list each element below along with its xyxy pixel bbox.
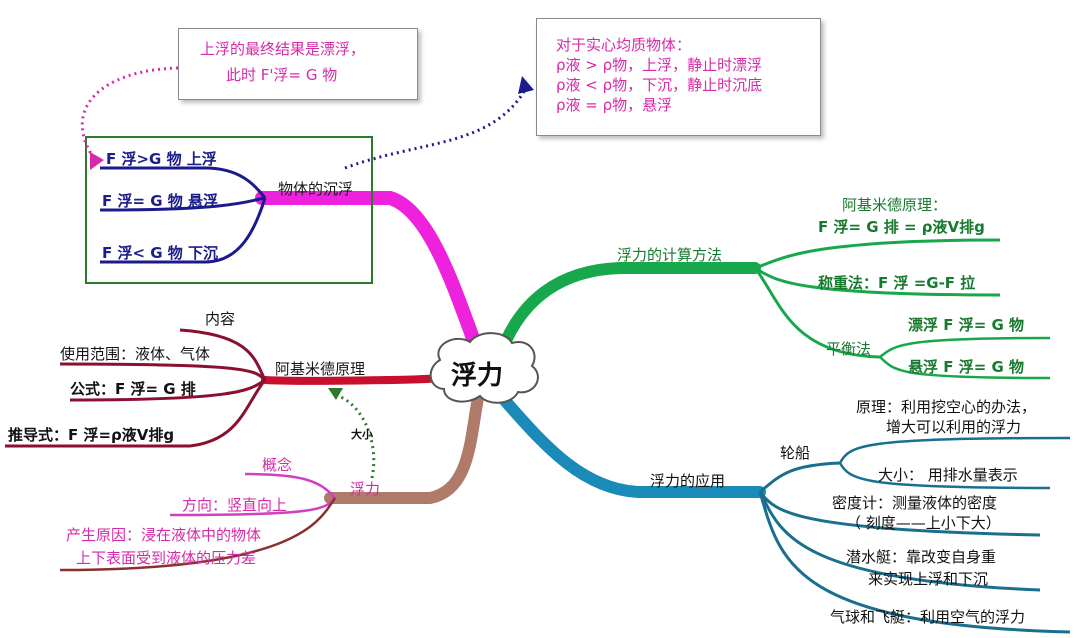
node-suspend: F 浮= G 物 悬浮 <box>102 192 219 210</box>
node-rise: F 浮>G 物 上浮 <box>106 150 217 168</box>
node-concept: 概念 <box>262 456 293 474</box>
node-calc-arch-formula: F 浮= G 排 = ρ液V排g <box>818 218 985 236</box>
node-sink: F 浮< G 物 下沉 <box>102 244 219 262</box>
node-calc-arch-title: 阿基米德原理： <box>842 196 948 214</box>
sub-branch-arch <box>59 362 267 382</box>
green-arrowhead <box>328 388 343 400</box>
node-ship-principle-1: 原理：利用挖空心的办法， <box>856 398 1037 416</box>
branch-calc <box>494 262 761 361</box>
sub-branch-app <box>838 462 1051 490</box>
sink-float-group-box <box>85 136 373 284</box>
node-sink-float: 物体的沉浮 <box>278 180 354 198</box>
callout-density-title: 对于实心均质物体： <box>556 36 692 54</box>
node-balloon: 气球和飞艇：利用空气的浮力 <box>830 608 1026 626</box>
node-ship: 轮船 <box>780 444 811 462</box>
branch-sink-float <box>255 191 485 359</box>
callout-density-line3: ρ液 = ρ物，悬浮 <box>556 96 673 114</box>
sub-branch-sink <box>99 196 266 212</box>
navy-arrowhead <box>518 76 534 94</box>
sub-branch-calc <box>879 336 1051 358</box>
pink-dotted-connector <box>80 66 179 161</box>
sub-branch-calc <box>754 266 1001 297</box>
node-calc-weighing: 称重法：F 浮 =G-F 拉 <box>818 274 976 292</box>
branch-archimedes <box>261 374 444 385</box>
sub-branch-buoy <box>244 472 336 499</box>
sub-branch-sink <box>100 197 267 264</box>
central-topic: 浮力 <box>450 360 503 391</box>
node-arch-content: 内容 <box>205 310 236 328</box>
node-cause-2: 上下表面受到液体的压力差 <box>76 549 257 567</box>
sub-branch-app <box>758 491 1041 537</box>
node-calc-suspend: 悬浮 F 浮= G 物 <box>908 358 1025 376</box>
sub-branch-app <box>758 491 1071 634</box>
center-cloud <box>429 332 539 404</box>
node-submarine-1: 潜水艇：靠改变自身重 <box>846 548 997 566</box>
node-application: 浮力的应用 <box>650 472 726 490</box>
callout-density-line1: ρ液 > ρ物，上浮，静止时漂浮 <box>556 56 763 74</box>
green-dotted-connector <box>333 393 376 479</box>
node-submarine-2: 来实现上浮和下沉 <box>868 570 989 588</box>
pink-arrowhead <box>90 152 104 170</box>
node-cause-1: 产生原因：浸在液体中的物体 <box>66 526 262 544</box>
callout-density-line2: ρ液 < ρ物，下沉，静止时沉底 <box>556 76 763 94</box>
callout-float-result <box>178 28 418 100</box>
node-arch-scope: 使用范围：液体、气体 <box>60 345 211 363</box>
sub-branch-calc <box>754 238 1001 270</box>
node-archimedes: 阿基米德原理 <box>275 360 366 378</box>
callout-float-line2: 此时 F'浮= G 物 <box>226 66 338 84</box>
sub-branch-arch <box>69 378 266 402</box>
sub-branch-app <box>838 436 1071 464</box>
sub-branch-arch <box>5 379 267 448</box>
node-densimeter-1: 密度计：测量液体的密度 <box>832 494 998 512</box>
node-direction: 方向：竖直向上 <box>182 496 288 514</box>
sub-branch-calc <box>753 267 881 359</box>
node-calc-balance: 平衡法 <box>826 340 872 358</box>
sub-branch-calc <box>879 356 1051 380</box>
node-buoyancy: 浮力 <box>350 480 381 498</box>
node-arch-formula: 公式：F 浮= G 排 <box>70 380 196 398</box>
branch-application <box>494 389 766 498</box>
sub-branch-buoy <box>59 497 337 572</box>
node-calc: 浮力的计算方法 <box>617 246 723 264</box>
sub-branch-app <box>758 491 1041 592</box>
sub-branch-app <box>759 461 841 494</box>
node-densimeter-2: （ 刻度——上小下大） <box>846 514 1001 532</box>
callout-float-line1: 上浮的最终结果是漂浮， <box>200 40 366 58</box>
node-ship-principle-2: 增大可以利用的浮力 <box>886 418 1022 436</box>
navy-dotted-connector <box>344 89 527 170</box>
node-arch-derivation: 推导式：F 浮=ρ液V排g <box>8 426 175 444</box>
node-ship-size: 大小： 用排水量表示 <box>878 466 1018 484</box>
node-calc-float: 漂浮 F 浮= G 物 <box>908 316 1025 334</box>
sub-branch-sink <box>100 166 267 199</box>
arrow-label-size: 大小 <box>351 428 373 441</box>
sub-branch-arch <box>179 328 267 381</box>
callout-density <box>536 18 821 136</box>
branch-buoyancy <box>324 392 484 504</box>
